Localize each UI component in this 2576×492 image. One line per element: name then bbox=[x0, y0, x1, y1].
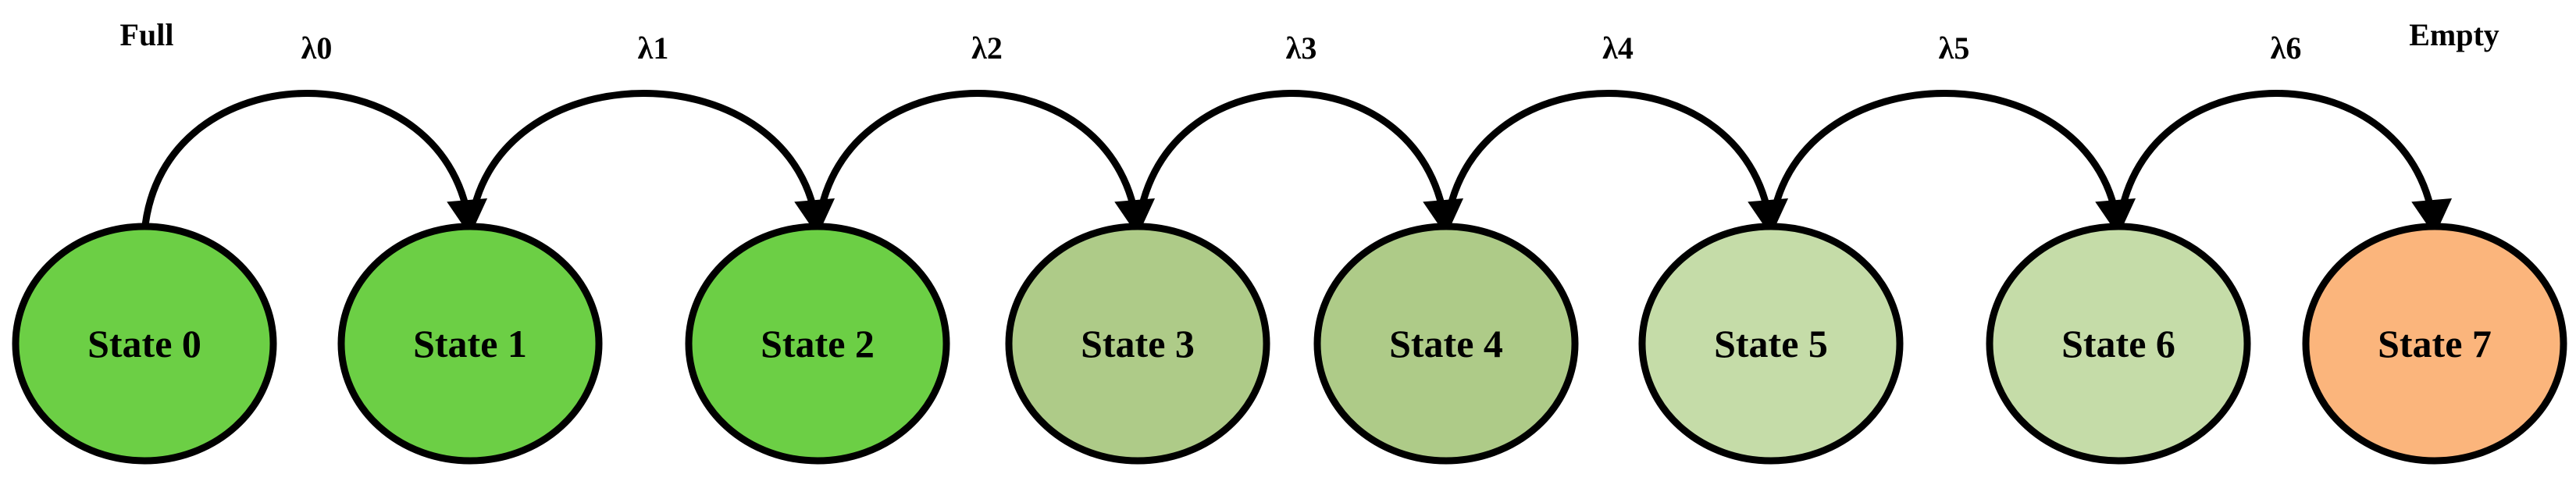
arrowhead-6 bbox=[2411, 198, 2453, 236]
state-circle-4 bbox=[1313, 223, 1579, 465]
state-circle-7 bbox=[2302, 223, 2567, 465]
state-node-3: State 3 bbox=[1005, 223, 1270, 465]
state-circle-6 bbox=[1986, 223, 2251, 465]
transition-arc-5 bbox=[1767, 90, 2122, 237]
state-circle-0 bbox=[12, 223, 277, 465]
state-circle-1 bbox=[337, 223, 603, 465]
state-node-0: State 0 bbox=[12, 223, 277, 465]
state-label-5: State 5 bbox=[1714, 322, 1828, 365]
state-label-1: State 1 bbox=[413, 322, 527, 365]
transition-arc-3 bbox=[1134, 90, 1450, 237]
transition-arrows bbox=[141, 90, 2453, 237]
empty-label: Empty bbox=[2409, 17, 2499, 52]
state-node-1: State 1 bbox=[337, 223, 603, 465]
state-circle-2 bbox=[685, 223, 950, 465]
state-label-2: State 2 bbox=[761, 322, 875, 365]
transition-rate-label-6: λ6 bbox=[2271, 30, 2302, 66]
transition-arc-2 bbox=[814, 90, 1142, 237]
state-label-7: State 7 bbox=[2378, 322, 2492, 365]
state-nodes: State 0 State 1 State 2 State 3 State 4 State… bbox=[12, 223, 2567, 465]
state-label-4: State 4 bbox=[1389, 322, 1503, 365]
state-label-0: State 0 bbox=[87, 322, 201, 365]
state-circle-3 bbox=[1005, 223, 1270, 465]
state-node-7: State 7 bbox=[2302, 223, 2567, 465]
state-node-4: State 4 bbox=[1313, 223, 1579, 465]
transition-rate-label-2: λ2 bbox=[971, 30, 1003, 66]
transition-arc-4 bbox=[1442, 90, 1775, 237]
state-node-6: State 6 bbox=[1986, 223, 2251, 465]
transition-rate-label-1: λ1 bbox=[638, 30, 669, 66]
state-node-5: State 5 bbox=[1638, 223, 1904, 465]
state-label-6: State 6 bbox=[2061, 322, 2175, 365]
transition-arc-0 bbox=[141, 90, 474, 237]
transition-rate-label-3: λ3 bbox=[1286, 30, 1317, 66]
transition-arc-1 bbox=[466, 90, 821, 237]
state-label-3: State 3 bbox=[1081, 322, 1195, 365]
full-label: Full bbox=[120, 17, 174, 52]
diagram-labels: Full Empty λ0 λ1 λ2 λ3 λ4 λ5 λ6 bbox=[120, 17, 2499, 66]
transition-arc-6 bbox=[2115, 90, 2439, 237]
transition-rate-label-4: λ4 bbox=[1602, 30, 1634, 66]
state-circle-5 bbox=[1638, 223, 1904, 465]
transition-rate-label-5: λ5 bbox=[1939, 30, 1970, 66]
state-node-2: State 2 bbox=[685, 223, 950, 465]
transition-rate-label-0: λ0 bbox=[301, 30, 333, 66]
